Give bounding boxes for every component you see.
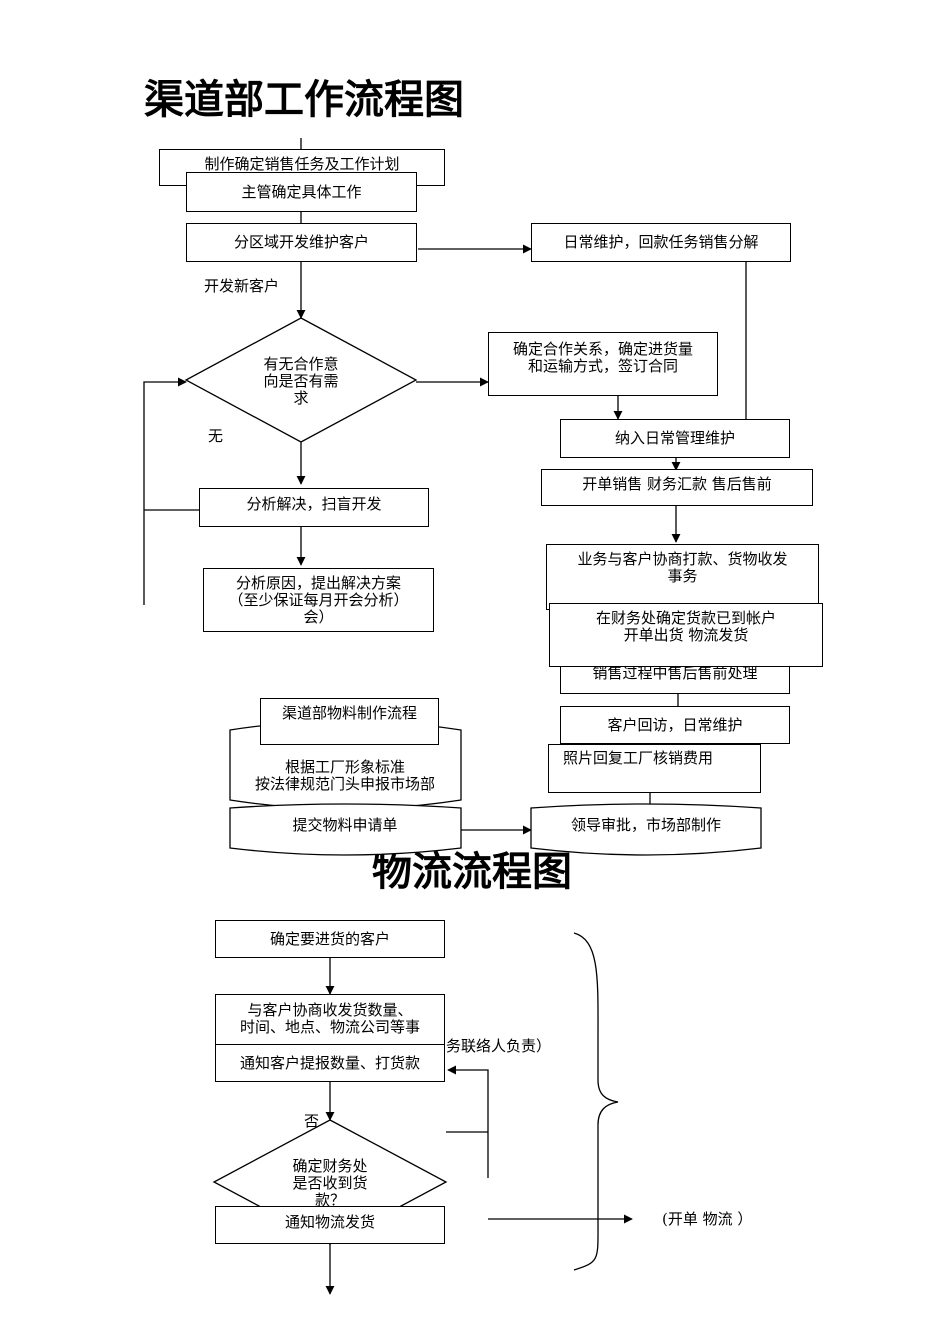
- channel-flow-title: 渠道部工作流程图: [144, 76, 464, 123]
- revisit-label: 客户回访，日常维护: [607, 715, 743, 734]
- analyze-box: 分析解决，扫盲开发: [199, 488, 429, 527]
- payment-decision-text: 确定财务处 是否收到货 款？: [292, 1157, 368, 1209]
- photo-label: 照片回复工厂核销费用: [563, 749, 714, 767]
- no-loop-line: [447, 1065, 489, 1178]
- not-received-label: 否: [304, 1112, 320, 1130]
- notify-customer-label: 通知客户提报数量、打货款: [239, 1053, 420, 1072]
- contact-person-note: 务联络人负责）: [446, 1037, 552, 1055]
- confirm-customer-label: 确定要进货的客户: [269, 929, 390, 948]
- photo-box: 照片回复工厂核销费用: [548, 744, 761, 793]
- daily-maintenance-label: 日常维护，回款任务销售分解: [563, 233, 759, 251]
- daily-management-box: 纳入日常管理维护: [560, 419, 790, 458]
- reason-label: 分析原因，提出解决方案 （至少保证每月开会分析） 会）: [228, 573, 409, 626]
- material-submit-text: 提交物料申请单: [292, 816, 398, 834]
- cooperation-decision-diamond: [184, 317, 418, 443]
- no-cooperation-label: 无: [208, 427, 224, 445]
- logistics-negotiate-box: 与客户协商收发货数量、 时间、地点、物流公司等事: [215, 994, 445, 1046]
- material-approve-text: 领导审批，市场部制作: [570, 816, 721, 834]
- loop-back-line: [143, 377, 187, 605]
- district-label: 分区域开发维护客户: [233, 233, 369, 251]
- daily-management-label: 纳入日常管理维护: [614, 429, 735, 447]
- payment-decision-diamond: [212, 1119, 448, 1245]
- confirm-customer-box: 确定要进货的客户: [215, 920, 445, 958]
- notify-logistics-box: 通知物流发货: [215, 1206, 445, 1244]
- district-box: 分区域开发维护客户: [186, 223, 417, 262]
- cooperation-decision-text: 有无合作意 向是否有需 求: [263, 355, 339, 407]
- logistics-flow-title: 物流流程图: [372, 848, 572, 895]
- plan-label: 制作确定销售任务及工作计划: [204, 155, 400, 173]
- material-title-box: 渠道部物料制作流程: [260, 698, 439, 745]
- material-standard-text: 根据工厂形象标准 按法律规范门头申报市场部: [254, 758, 435, 793]
- curly-brace: [573, 932, 619, 1271]
- reason-box: 分析原因，提出解决方案 （至少保证每月开会分析） 会）: [203, 568, 434, 632]
- analyze-label: 分析解决，扫盲开发: [246, 495, 382, 513]
- notify-customer-box: 通知客户提报数量、打货款: [215, 1044, 445, 1082]
- daily-maintenance-box: 日常维护，回款任务销售分解: [531, 223, 791, 262]
- material-title-label: 渠道部物料制作流程: [281, 704, 417, 722]
- finance-confirm-label: 在财务处确定货款已到帐户 开单出货 物流发货: [595, 609, 776, 644]
- logistics-negotiate-label: 与客户协商收发货数量、 时间、地点、物流公司等事: [239, 1001, 420, 1036]
- billing-label: 开单销售 财务汇款 售后售前: [582, 475, 772, 493]
- supervisor-label: 主管确定具体工作: [241, 182, 362, 201]
- billing-box: 开单销售 财务汇款 售后售前: [541, 469, 813, 506]
- submit-cylinder: [229, 803, 462, 856]
- negotiate-payment-label: 业务与客户协商打款、货物收发 事务: [577, 550, 788, 585]
- negotiate-payment-box: 业务与客户协商打款、货物收发 事务: [546, 544, 819, 610]
- notify-logistics-label: 通知物流发货: [284, 1213, 375, 1231]
- new-customer-label: 开发新客户: [204, 277, 280, 295]
- supervisor-box: 主管确定具体工作: [186, 172, 417, 212]
- after-sales-label: 销售过程中售后售前处理: [592, 664, 758, 682]
- approve-cylinder: [530, 803, 762, 856]
- billing-logistics-note: (开单 物流 ）: [662, 1210, 753, 1228]
- confirm-cooperation-box: 确定合作关系，确定进货量 和运输方式，签订合同: [488, 332, 718, 396]
- finance-confirm-box: 在财务处确定货款已到帐户 开单出货 物流发货: [549, 603, 823, 667]
- revisit-box: 客户回访，日常维护: [560, 706, 790, 744]
- confirm-cooperation-label: 确定合作关系，确定进货量 和运输方式，签订合同: [512, 340, 693, 375]
